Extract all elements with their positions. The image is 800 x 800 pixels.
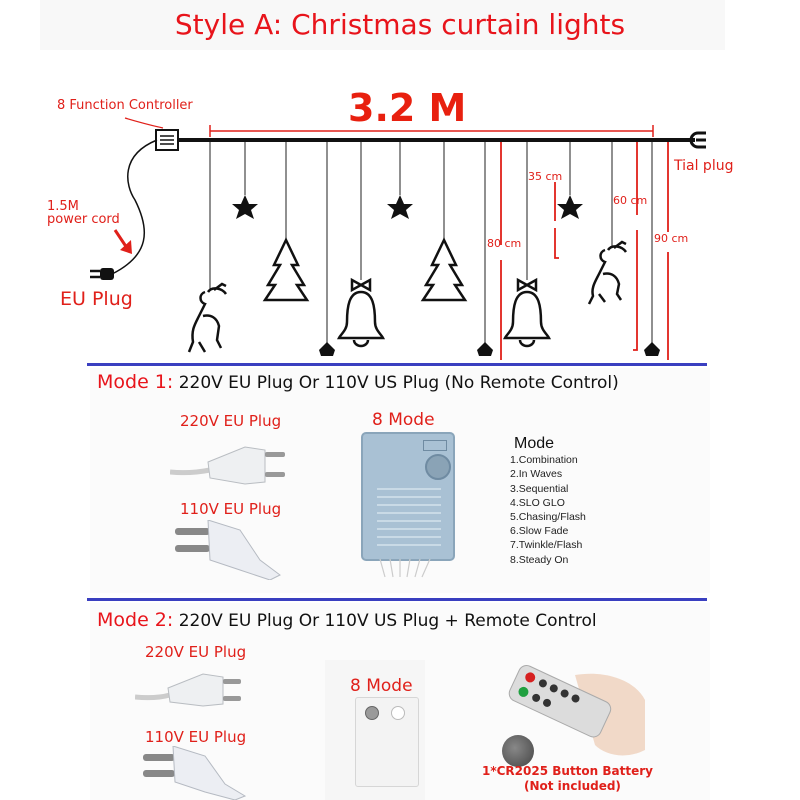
- mode2-label: Mode 2:: [97, 609, 174, 631]
- eu-plug-220-image: [135, 673, 241, 707]
- controller-button[interactable]: [425, 454, 451, 480]
- power-cord-length: 1.5M: [47, 199, 79, 214]
- battery-label: 1*CR2025 Button Battery: [482, 764, 653, 778]
- mode2-controller-label: 8 Mode: [350, 676, 413, 696]
- mode-item: 6.Slow Fade: [510, 525, 569, 538]
- tail-plug-icon: [689, 131, 706, 149]
- bell-icons: [336, 277, 552, 348]
- mode-item: 1.Combination: [510, 454, 578, 467]
- mode2-plug-110-label: 110V EU Plug: [145, 728, 247, 746]
- eu-plug-220-image: [170, 446, 285, 485]
- controller-box-image: [361, 432, 455, 561]
- mode-list: Mode 1.Combination 2.In Waves 3.Sequenti…: [510, 435, 586, 567]
- power-cord-text: power cord: [47, 212, 120, 227]
- drop-60cm: 60 cm: [613, 194, 648, 207]
- mode2-heading: Mode 2: 220V EU Plug Or 110V US Plug + R…: [97, 609, 597, 631]
- mode1-label: Mode 1:: [97, 371, 174, 393]
- battery-note: (Not included): [524, 779, 621, 793]
- mode1-controller-label: 8 Mode: [372, 410, 435, 430]
- remote-controller-box-image: [355, 697, 419, 787]
- battery-image: [502, 735, 534, 767]
- controller-mode-print: [377, 482, 441, 552]
- controller-wires: [379, 559, 431, 578]
- total-length-label: 3.2 M: [348, 86, 467, 130]
- mode-item: 3.Sequential: [510, 482, 569, 495]
- tail-plug-label: Tial plug: [674, 158, 734, 174]
- us-plug-110-image: [143, 746, 247, 800]
- mode-item: 7.Twinkle/Flash: [510, 539, 583, 552]
- mode-item: 4.SLO GLO: [510, 496, 565, 509]
- star-icons: [232, 195, 660, 356]
- tree-icons: [262, 237, 468, 302]
- section-divider: [87, 363, 707, 366]
- mode-item: 2.In Waves: [510, 468, 563, 481]
- remote-control-image: [508, 664, 645, 756]
- eu-plug-icon: [90, 268, 114, 280]
- mode1-plug-110-label: 110V EU Plug: [180, 500, 282, 518]
- page-title: Style A: Christmas curtain lights: [174, 8, 626, 41]
- drop-35cm: 35 cm: [528, 170, 563, 183]
- reindeer-icons: [187, 240, 628, 353]
- mode1-plug-220-label: 220V EU Plug: [180, 412, 282, 430]
- ir-sensor-icon: [365, 706, 379, 720]
- controller-button[interactable]: [391, 706, 405, 720]
- mode2-plug-220-label: 220V EU Plug: [145, 643, 247, 661]
- mode1-description: 220V EU Plug Or 110V US Plug (No Remote …: [178, 373, 619, 393]
- drop-90cm: 90 cm: [654, 232, 689, 245]
- mode-list-title: Mode: [514, 435, 555, 452]
- controller-label: 8 Function Controller: [57, 98, 193, 113]
- section-divider: [87, 598, 707, 601]
- mode-item: 8.Steady On: [510, 553, 569, 566]
- controller-badge: [423, 440, 447, 451]
- mode2-description: 220V EU Plug Or 110V US Plug + Remote Co…: [178, 611, 597, 631]
- curtain-diagram: [90, 117, 706, 360]
- controller-icon: [155, 129, 179, 151]
- eu-plug-label: EU Plug: [60, 288, 133, 310]
- us-plug-110-image: [175, 520, 281, 580]
- mode-item: 5.Chasing/Flash: [510, 511, 586, 524]
- title-band: [40, 0, 725, 50]
- drop-80cm: 80 cm: [487, 237, 522, 250]
- mode1-heading: Mode 1: 220V EU Plug Or 110V US Plug (No…: [97, 371, 619, 393]
- power-cord-label: 1.5M power cord: [47, 200, 120, 226]
- arrow-icon: [113, 229, 132, 254]
